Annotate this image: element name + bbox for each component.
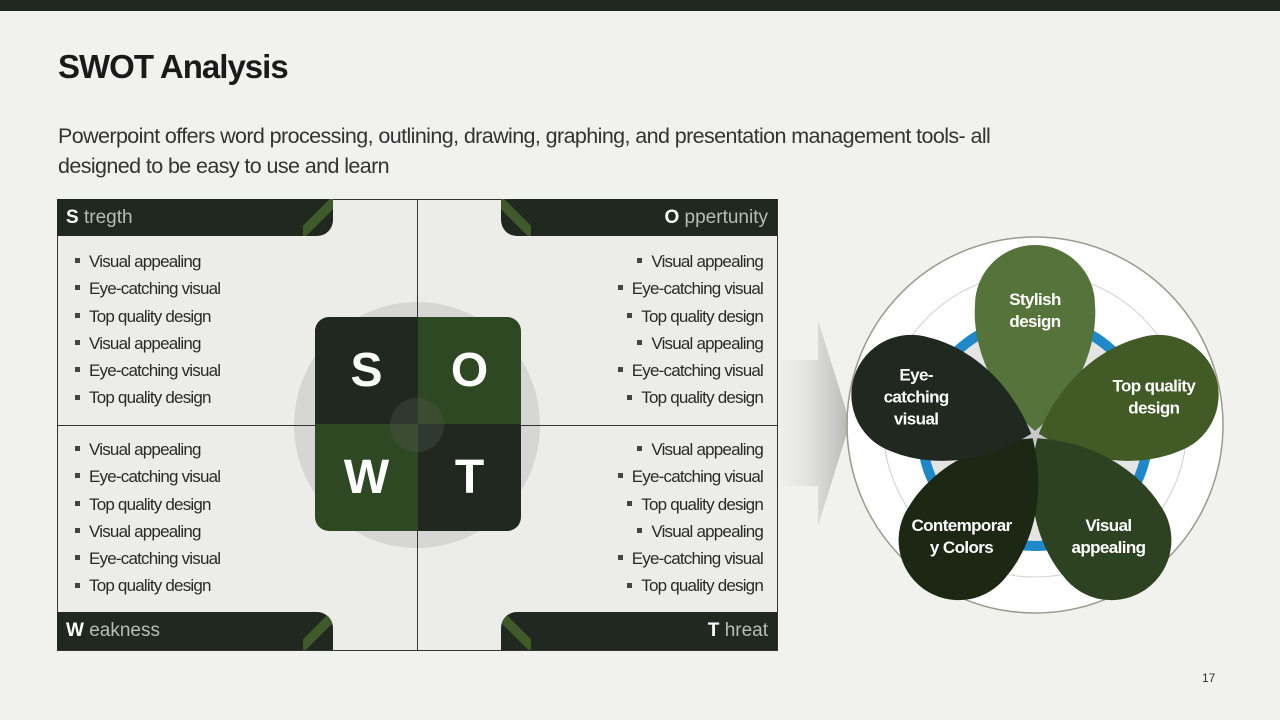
- list-item: Visual appealing: [618, 248, 763, 275]
- list-item: Eye-catching visual: [75, 545, 221, 572]
- accent: [501, 612, 531, 650]
- opportunity-label: ppertunity: [684, 207, 768, 228]
- page-number: 17: [1202, 671, 1216, 685]
- list-item: Eye-catching visual: [75, 463, 221, 490]
- opportunity-letter: O: [664, 207, 680, 228]
- petal-label: visual: [894, 409, 939, 428]
- list-item: Eye-catching visual: [618, 545, 764, 572]
- list-item: Top quality design: [75, 303, 220, 330]
- opportunity-header: O ppertunity: [501, 199, 777, 236]
- list-item: Visual appealing: [75, 330, 220, 357]
- accent: [303, 199, 333, 236]
- list-item: Top quality design: [618, 384, 764, 411]
- petal-label: catching: [884, 387, 949, 406]
- threat-header: T hreat: [501, 612, 777, 650]
- list-item: Eye-catching visual: [75, 275, 221, 302]
- petal: Eye-catching visual: [851, 334, 1032, 461]
- list-item: Eye-catching visual: [618, 463, 764, 490]
- subtitle: Powerpoint offers word processing, outli…: [58, 124, 991, 178]
- list-item: Top quality design: [75, 384, 220, 411]
- center-dot: [390, 398, 444, 452]
- list-item: Visual appealing: [618, 436, 763, 463]
- arrow-right-icon: [780, 320, 850, 526]
- petal-label: Visual: [1085, 516, 1131, 535]
- petal-shape: [974, 245, 1096, 431]
- weakness-label: eakness: [89, 620, 160, 641]
- list-item: Top quality design: [618, 572, 764, 599]
- list-item: Top quality design: [618, 303, 764, 330]
- tile-o: O: [418, 317, 521, 424]
- petal-label: design: [1009, 312, 1060, 331]
- petal-label: Eye-: [899, 365, 933, 384]
- list-item: Top quality design: [618, 491, 764, 518]
- list-item: Visual appealing: [75, 436, 220, 463]
- list-item: Visual appealing: [618, 330, 763, 357]
- list-item: Top quality design: [75, 572, 220, 599]
- petal-shape: [1031, 438, 1172, 601]
- petal: Contemporar y Colors: [898, 438, 1039, 601]
- swot-tile: S O W T: [315, 317, 521, 531]
- petal-shape: [851, 334, 1032, 461]
- threat-label: hreat: [724, 620, 768, 641]
- petal-label: y Colors: [930, 538, 993, 557]
- accent: [501, 199, 531, 236]
- list-item: Top quality design: [75, 491, 220, 518]
- tile-s: S: [315, 317, 418, 424]
- accent: [303, 612, 333, 650]
- petal-label: appealing: [1071, 538, 1145, 557]
- petal-label: Contemporar: [911, 516, 1012, 535]
- tile-w: W: [315, 424, 418, 531]
- list-item: Visual appealing: [75, 248, 220, 275]
- petal-label: Stylish: [1009, 290, 1061, 309]
- list-item: Eye-catching visual: [75, 357, 221, 384]
- petal: Visual appealing: [1031, 438, 1172, 601]
- list-item: Eye-catching visual: [618, 275, 764, 302]
- weakness-header: W eakness: [57, 612, 333, 650]
- threat-letter: T: [707, 620, 720, 641]
- strength-label: tregth: [83, 207, 133, 228]
- list-item: Eye-catching visual: [618, 357, 764, 384]
- list-item: Visual appealing: [618, 518, 763, 545]
- tile-t: T: [418, 424, 521, 531]
- weakness-letter: W: [66, 620, 84, 641]
- strength-header: S tregth: [57, 199, 333, 236]
- petal-shape: [1038, 334, 1219, 461]
- page-title: SWOT Analysis: [58, 48, 289, 85]
- petal-shape: [898, 438, 1039, 601]
- petal-label: design: [1128, 398, 1179, 417]
- list-item: Visual appealing: [75, 518, 220, 545]
- petal: Top quality design: [1038, 334, 1219, 461]
- petal-label: Top quality: [1112, 376, 1196, 395]
- top-bar: [0, 0, 1280, 11]
- petal: Stylish design: [974, 245, 1096, 431]
- strength-letter: S: [66, 207, 79, 228]
